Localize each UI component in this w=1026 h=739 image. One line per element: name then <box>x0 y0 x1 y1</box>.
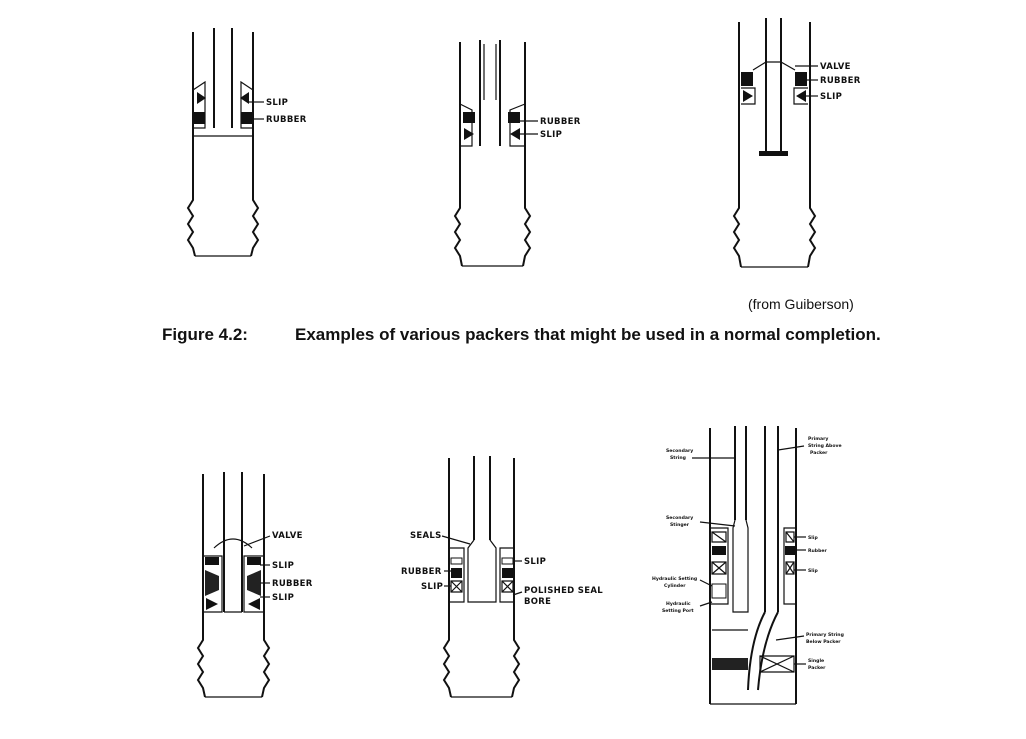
label-slip: SLIP <box>540 130 562 140</box>
body-right <box>243 555 263 613</box>
single-packer-rubber-left <box>712 658 748 670</box>
slip-right <box>501 580 514 593</box>
rubber-right <box>247 570 261 596</box>
mandrel-right <box>509 103 526 147</box>
casing-right <box>522 42 532 267</box>
slip-left <box>450 580 463 593</box>
slip-left <box>741 87 756 105</box>
slip-teeth-left <box>464 128 474 140</box>
valve-dome <box>213 538 253 549</box>
valve-top <box>752 61 796 71</box>
rubber-left <box>194 112 205 124</box>
packer-2: RUBBER SLIP <box>453 40 581 267</box>
label-bore: BORE <box>524 597 551 607</box>
label-rubber: Rubber <box>808 548 827 554</box>
label-secondary-string-1: Secondary <box>666 448 693 454</box>
label-secondary-string-2: String <box>670 455 686 461</box>
rubber-left <box>712 546 726 555</box>
packer-5: SEALS RUBBER SLIP SLIP POLISHED SEAL BOR… <box>401 456 603 698</box>
label-polished-seal: POLISHED SEAL <box>524 586 603 596</box>
casing-right <box>261 474 271 698</box>
label-single-packer-2: Packer <box>808 665 826 671</box>
label-slip-left: SLIP <box>421 582 443 592</box>
hydraulic-cylinder <box>711 583 727 599</box>
label-rubber: RUBBER <box>540 117 581 127</box>
label-secondary-stinger-2: Stinger <box>670 522 690 528</box>
seal-assembly <box>467 539 497 603</box>
rubber-right <box>241 112 252 124</box>
figure-number: Figure 4.2: <box>162 325 248 344</box>
figure-caption: Examples of various packers that might b… <box>295 325 881 344</box>
label-hyd-cylinder-1: Hydraulic Setting <box>652 576 697 582</box>
label-secondary-stinger-1: Secondary <box>666 515 693 521</box>
rubber-right <box>795 72 807 86</box>
label-primary-above-3: Packer <box>810 450 828 456</box>
casing-right <box>511 458 521 698</box>
source-note: (from Guiberson) <box>748 296 854 312</box>
rubber-left <box>463 112 475 123</box>
casing-left <box>186 32 196 257</box>
casing-left <box>732 22 742 268</box>
rubber-left <box>451 568 462 578</box>
label-slip-bottom: SLIP <box>272 593 294 603</box>
slip-right <box>240 80 254 129</box>
packer-4: VALVE SLIP RUBBER SLIP <box>196 472 313 698</box>
body-left <box>710 527 729 605</box>
packer-3: VALVE RUBBER SLIP <box>732 18 861 268</box>
label-hyd-cylinder-2: Cylinder <box>664 583 686 589</box>
casing-right <box>250 32 260 257</box>
casing-left <box>196 474 206 698</box>
label-slip: SLIP <box>820 92 842 102</box>
single-packer-slip <box>759 655 795 673</box>
secondary-stinger <box>732 519 749 613</box>
label-rubber: RUBBER <box>820 76 861 86</box>
label-valve: VALVE <box>272 531 303 541</box>
rubber-right <box>508 112 520 123</box>
label-seals: SEALS <box>410 531 442 541</box>
body-left <box>449 547 465 603</box>
rubber-right <box>785 546 795 555</box>
packer-6: Secondary String Primary String Above Pa… <box>652 426 844 705</box>
casing-right <box>807 22 817 268</box>
label-single-packer-1: Single <box>808 658 824 664</box>
label-primary-below-1: Primary String <box>806 632 844 638</box>
rubber-right <box>502 568 513 578</box>
label-rubber: RUBBER <box>266 115 307 125</box>
rubber-left <box>741 72 753 86</box>
label-rubber: RUBBER <box>272 579 313 589</box>
rubber-left <box>205 570 219 596</box>
slip-left <box>192 80 206 129</box>
body-right <box>499 547 514 603</box>
tubing-foot <box>759 151 788 156</box>
label-slip-top: Slip <box>808 535 818 541</box>
label-hyd-port-2: Setting Port <box>662 608 694 614</box>
casing-left <box>453 42 463 267</box>
casing-left <box>442 458 452 698</box>
label-valve: VALVE <box>820 62 851 72</box>
slip-teeth-right <box>510 128 520 140</box>
body-left <box>204 555 223 613</box>
label-slip: SLIP <box>266 98 288 108</box>
label-primary-above-2: String Above <box>808 443 842 449</box>
label-hyd-port-1: Hydraulic <box>666 601 691 607</box>
slip-right <box>793 87 808 105</box>
packer-1: SLIP RUBBER <box>186 28 307 257</box>
slip-teeth-left <box>197 92 206 104</box>
body-right <box>783 527 796 605</box>
label-slip-top: SLIP <box>272 561 294 571</box>
label-primary-below-2: Below Packer <box>806 639 841 645</box>
mandrel-left <box>459 103 473 147</box>
slip-teeth-right <box>240 92 249 104</box>
label-slip-right: SLIP <box>524 557 546 567</box>
label-rubber: RUBBER <box>401 567 442 577</box>
label-slip-bottom: Slip <box>808 568 818 574</box>
label-primary-above-1: Primary <box>808 436 828 442</box>
